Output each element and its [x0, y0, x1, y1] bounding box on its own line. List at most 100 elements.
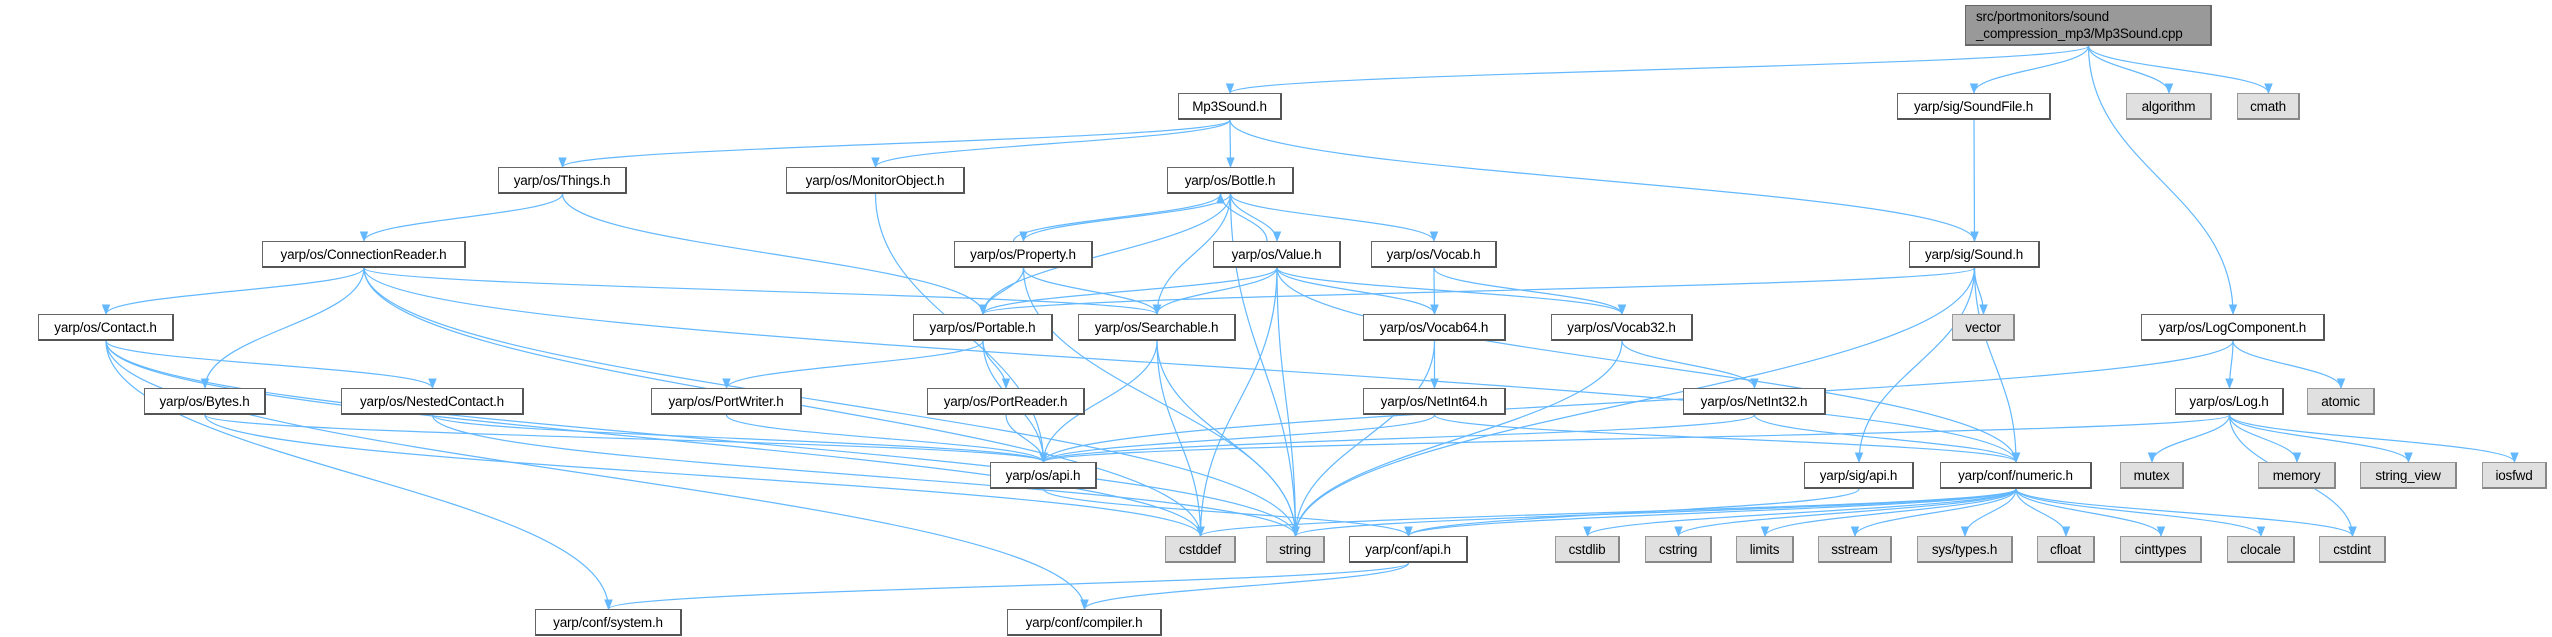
- edge-vocab-to-vocab64: [1430, 267, 1439, 316]
- edge-value-to-vocab32: [1276, 267, 1627, 316]
- edge-property-to-bottle: [1012, 192, 1225, 242]
- node-cstdlib: cstdlib: [1555, 536, 1620, 563]
- node-sound[interactable]: yarp/sig/Sound.h: [1909, 241, 2040, 268]
- edge-bytes-to-osapi: [204, 414, 1048, 464]
- edge-numeric-to-sstream: [1850, 488, 2017, 538]
- edge-mp3h-to-bottle: [1226, 119, 1235, 169]
- node-vocab64[interactable]: yarp/os/Vocab64.h: [1363, 314, 1506, 341]
- node-atomic: atomic: [2307, 388, 2375, 415]
- edge-property-to-searchable: [1022, 267, 1162, 316]
- node-things[interactable]: yarp/os/Things.h: [498, 167, 627, 194]
- edge-numeric-to-cfloat: [2015, 488, 2071, 538]
- edge-numeric-to-cstdint: [2015, 488, 2357, 538]
- node-cmath: cmath: [2237, 93, 2300, 120]
- edge-property-to-portable: [978, 267, 1025, 316]
- edge-value-to-numeric: [1276, 267, 2021, 464]
- node-searchable[interactable]: yarp/os/Searchable.h: [1078, 314, 1236, 341]
- edge-value-to-bottle: [1216, 192, 1268, 242]
- node-logcomp[interactable]: yarp/os/LogComponent.h: [2141, 314, 2325, 341]
- node-cstddef: cstddef: [1165, 536, 1236, 563]
- edge-bottle-to-vocab: [1229, 193, 1439, 243]
- node-bytes[interactable]: yarp/os/Bytes.h: [144, 388, 266, 415]
- node-portreader[interactable]: yarp/os/PortReader.h: [927, 388, 1085, 415]
- edge-value-to-string: [1276, 267, 1300, 538]
- node-portable[interactable]: yarp/os/Portable.h: [913, 314, 1053, 341]
- edge-value-to-searchable: [1152, 267, 1278, 316]
- edge-contact-to-system: [105, 340, 613, 611]
- edge-mp3h-to-monitor: [871, 119, 1231, 169]
- edge-nested-to-string: [431, 414, 1300, 538]
- node-monitor[interactable]: yarp/os/MonitorObject.h: [786, 167, 965, 194]
- node-compiler[interactable]: yarp/conf/compiler.h: [1007, 609, 1162, 636]
- edge-portable-to-portreader: [982, 340, 1011, 390]
- node-connreader[interactable]: yarp/os/ConnectionReader.h: [262, 241, 466, 268]
- edge-log-to-iosfwd: [2228, 414, 2519, 464]
- node-numeric[interactable]: yarp/conf/numeric.h: [1940, 462, 2092, 489]
- node-vector: vector: [1952, 314, 2015, 341]
- node-contact[interactable]: yarp/os/Contact.h: [38, 314, 174, 341]
- root-file-node[interactable]: src/portmonitors/sound _compression_mp3/…: [1965, 5, 2212, 46]
- edge-logcomp-to-atomic: [2232, 340, 2346, 390]
- node-netint32[interactable]: yarp/os/NetInt32.h: [1683, 388, 1826, 415]
- node-vocab32[interactable]: yarp/os/Vocab32.h: [1551, 314, 1693, 341]
- edge-numeric-to-limits: [1760, 488, 2017, 538]
- node-vocab[interactable]: yarp/os/Vocab.h: [1371, 241, 1497, 268]
- edge-bottle-to-property: [1019, 193, 1232, 243]
- edge-osapi-to-confapi: [1042, 488, 1413, 538]
- edge-sound-to-numeric: [1973, 267, 2021, 464]
- node-soundfile[interactable]: yarp/sig/SoundFile.h: [1897, 93, 2051, 120]
- node-osapi[interactable]: yarp/os/api.h: [990, 462, 1097, 489]
- node-mp3h[interactable]: Mp3Sound.h: [1178, 93, 1282, 120]
- edge-vocab-to-vocab32: [1433, 267, 1627, 316]
- node-iosfwd: iosfwd: [2482, 462, 2547, 489]
- edge-portable-to-portwriter: [722, 340, 984, 390]
- edge-searchable-to-string: [1156, 340, 1300, 538]
- edge-netint32-to-numeric: [1753, 414, 2021, 464]
- node-property[interactable]: yarp/os/Property.h: [954, 241, 1093, 268]
- edge-bottle-to-portable: [978, 193, 1232, 316]
- node-portwriter[interactable]: yarp/os/PortWriter.h: [651, 388, 802, 415]
- node-bottle[interactable]: yarp/os/Bottle.h: [1167, 167, 1294, 194]
- edge-cpp-to-cmath: [2087, 45, 2273, 95]
- node-value[interactable]: yarp/os/Value.h: [1213, 241, 1341, 268]
- edge-things-to-portable: [561, 193, 988, 316]
- edge-netint64-to-osapi: [1039, 414, 1436, 464]
- node-string-view: string_view: [2360, 462, 2457, 489]
- node-cfloat: cfloat: [2037, 536, 2095, 563]
- node-system[interactable]: yarp/conf/system.h: [535, 609, 682, 636]
- edge-portwriter-to-osapi: [725, 414, 1048, 464]
- edge-connreader-to-searchable: [363, 267, 1161, 316]
- edge-searchable-to-cstddef: [1156, 340, 1205, 538]
- edge-soundfile-to-sound: [1970, 119, 1979, 243]
- node-sstream: sstream: [1818, 536, 1892, 563]
- edge-cpp-to-algorithm: [2087, 45, 2174, 95]
- node-string: string: [1266, 536, 1325, 563]
- node-cstring: cstring: [1645, 536, 1712, 563]
- edge-netint32-to-osapi: [1039, 414, 1756, 464]
- root-file-path-line1: src/portmonitors/sound: [1976, 9, 2109, 24]
- node-netint64[interactable]: yarp/os/NetInt64.h: [1363, 388, 1506, 415]
- edge-sound-to-sigapi: [1854, 267, 1976, 464]
- edge-numeric-to-clocale: [2015, 488, 2266, 538]
- edge-vocab64-to-string: [1291, 340, 1436, 538]
- edge-log-to-string_view: [2228, 414, 2413, 464]
- edge-connreader-to-numeric: [363, 267, 2021, 464]
- node-confapi[interactable]: yarp/conf/api.h: [1349, 536, 1468, 563]
- edge-cpp-to-mp3h: [1226, 45, 2090, 95]
- edge-things-to-connreader: [359, 193, 564, 243]
- node-sigapi[interactable]: yarp/sig/api.h: [1804, 462, 1914, 489]
- edge-connreader-to-contact: [101, 267, 365, 316]
- node-limits: limits: [1736, 536, 1794, 563]
- edge-vocab32-to-netint32: [1621, 340, 1759, 390]
- node-log[interactable]: yarp/os/Log.h: [2175, 388, 2284, 415]
- edge-connreader-to-bytes: [200, 267, 365, 390]
- edge-logcomp-to-log: [2225, 340, 2234, 390]
- edge-bytes-to-cstddef: [204, 414, 1205, 538]
- edge-numeric-to-cstring: [1674, 488, 2017, 538]
- edge-logcomp-to-osapi: [1039, 340, 2234, 464]
- edge-log-to-mutex: [2147, 414, 2231, 464]
- edge-mp3h-to-things: [558, 119, 1231, 169]
- node-nested[interactable]: yarp/os/NestedContact.h: [341, 388, 524, 415]
- root-file-path-line2: _compression_mp3/Mp3Sound.cpp: [1976, 26, 2183, 41]
